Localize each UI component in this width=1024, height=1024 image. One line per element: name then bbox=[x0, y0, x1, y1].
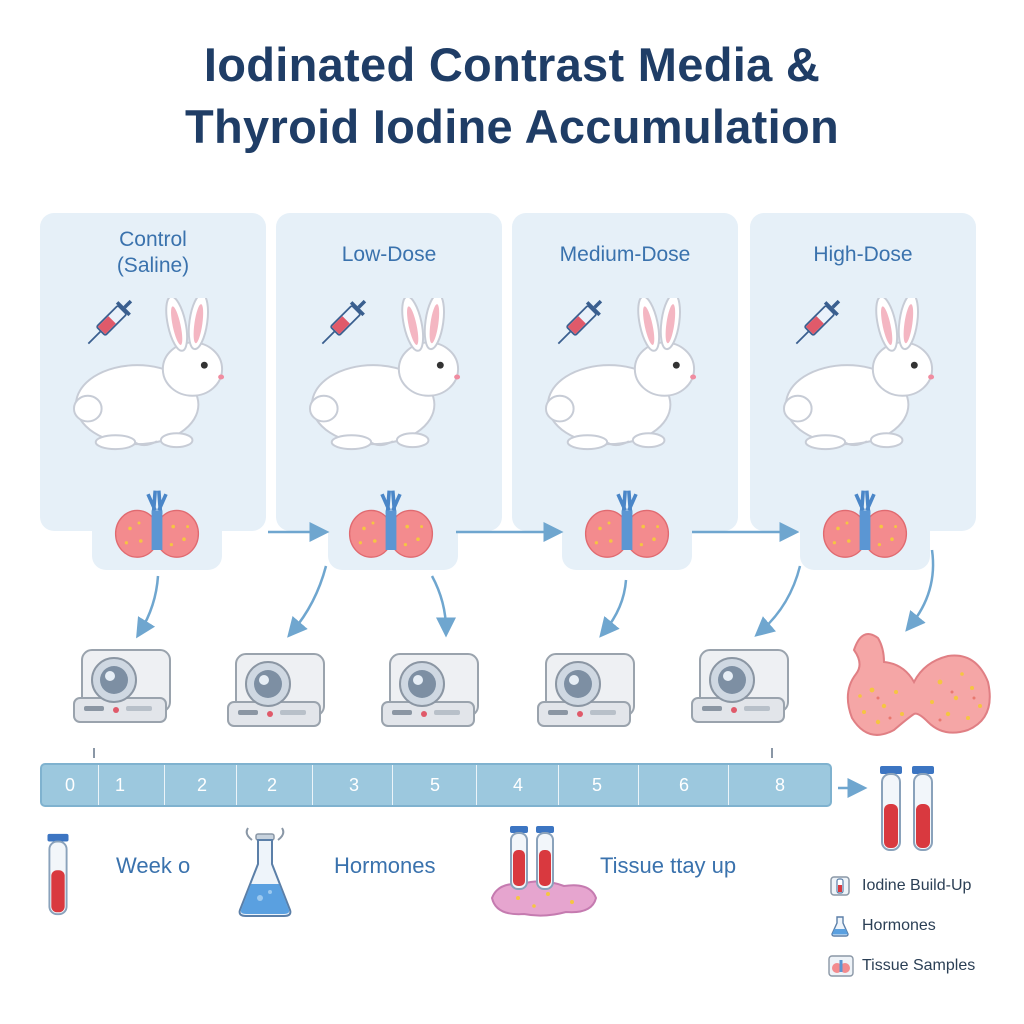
timeline-tick: 5 bbox=[591, 775, 602, 795]
timeline-tick: 8 bbox=[774, 775, 785, 795]
timeline-tick: 4 bbox=[512, 775, 523, 795]
page-title: Iodinated Contrast Media & Thyroid Iodin… bbox=[0, 34, 1024, 158]
timeline-tick: 6 bbox=[678, 775, 689, 795]
legend-label: Hormones bbox=[862, 917, 936, 934]
group-label-line-2: (Saline) bbox=[116, 254, 190, 277]
timeline-divider bbox=[98, 765, 99, 805]
timeline-divider bbox=[312, 765, 313, 805]
blood-vial-icon bbox=[42, 832, 74, 918]
group-label-medium-dose: Medium-Dose bbox=[559, 243, 691, 266]
tissue-sample-icon bbox=[828, 955, 854, 977]
group-label-low-dose: Low-Dose bbox=[341, 243, 437, 266]
timeline-tick: 2 bbox=[266, 775, 277, 795]
flask-icon bbox=[238, 827, 292, 917]
imaging-machine-icon bbox=[70, 640, 180, 730]
blood-tube-icon bbox=[908, 764, 938, 854]
timeline-divider bbox=[728, 765, 729, 805]
group-label-control: Control (Saline) bbox=[40, 227, 266, 279]
timeline-tick: 2 bbox=[196, 775, 207, 795]
arrow-down bbox=[430, 575, 456, 638]
hormone-flask-icon bbox=[831, 916, 849, 937]
large-thyroid-icon bbox=[846, 633, 991, 736]
title-line-1: Iodinated Contrast Media & bbox=[203, 38, 821, 91]
timeline-divider bbox=[164, 765, 165, 805]
title-line-2: Thyroid Iodine Accumulation bbox=[185, 100, 839, 153]
legend-label: Iodine Build-Up bbox=[862, 877, 972, 894]
timeline-tick: 0 bbox=[64, 775, 75, 795]
imaging-machine-icon bbox=[534, 644, 644, 734]
step-label-hormones: Hormones bbox=[334, 853, 436, 878]
blood-tube-icon bbox=[876, 764, 906, 854]
step-label-tissue: Tissue ttay up bbox=[600, 853, 737, 878]
group-label-high-dose: High-Dose bbox=[813, 243, 913, 266]
iodine-tube-icon bbox=[830, 876, 850, 896]
legend-label: Tissue Samples bbox=[862, 957, 976, 974]
timeline-divider bbox=[236, 765, 237, 805]
arrow-down bbox=[754, 565, 802, 637]
imaging-machine-icon bbox=[224, 644, 334, 734]
timeline-divider bbox=[558, 765, 559, 805]
timeline-bar: 0 1 2 2 3 5 4 5 6 8 bbox=[40, 763, 832, 807]
tissue-samples-icon bbox=[490, 826, 598, 917]
imaging-machine-icon bbox=[688, 640, 798, 730]
imaging-machine-icon bbox=[378, 644, 488, 734]
timeline-tick: 1 bbox=[114, 775, 125, 795]
timeline-divider bbox=[638, 765, 639, 805]
group-label-line-1: Control bbox=[119, 228, 187, 251]
timeline-tick: 5 bbox=[429, 775, 440, 795]
timeline-tick: 3 bbox=[348, 775, 359, 795]
arrow-down bbox=[599, 579, 628, 638]
arrow-down bbox=[136, 575, 160, 639]
step-label-week: Week o bbox=[116, 853, 191, 878]
timeline-divider bbox=[476, 765, 477, 805]
arrow-down bbox=[287, 565, 328, 638]
arrow-down bbox=[905, 549, 935, 632]
timeline-divider bbox=[392, 765, 393, 805]
